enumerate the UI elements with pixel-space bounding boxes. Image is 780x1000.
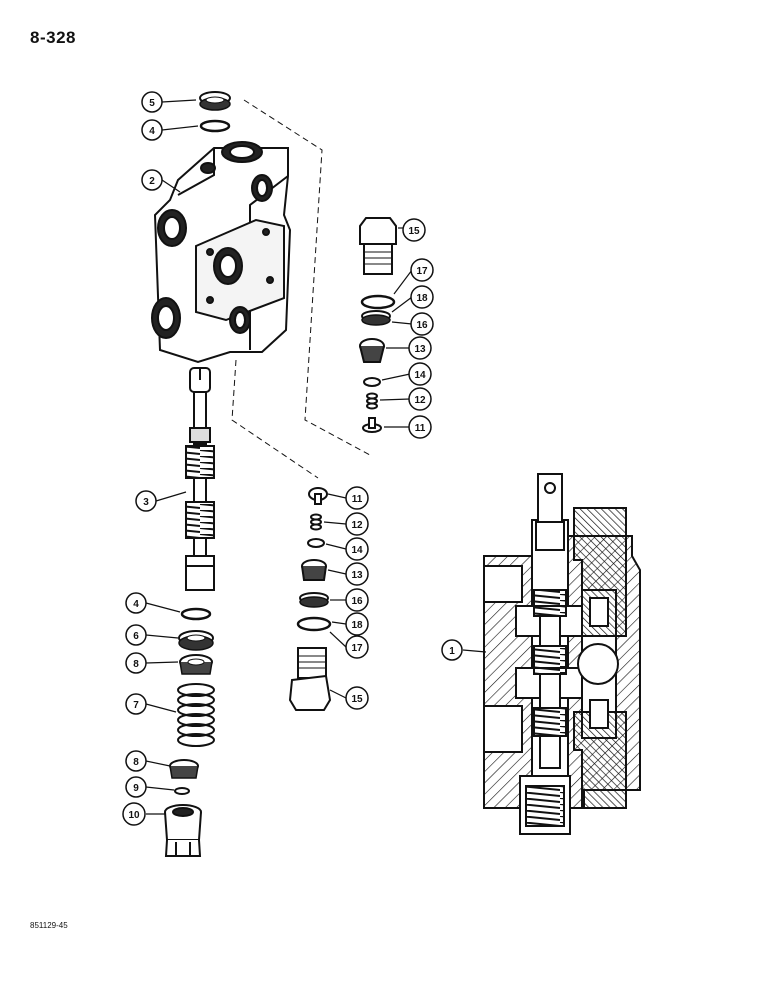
callout-15-lower: 15 — [345, 686, 369, 710]
callout-15-upper: 15 — [402, 218, 426, 242]
part-4-o-ring-lower — [180, 607, 212, 621]
svg-text:16: 16 — [416, 320, 428, 331]
callout-17-upper: 17 — [410, 258, 434, 282]
part-16-backup-ring-lower — [299, 592, 329, 608]
svg-text:10: 10 — [128, 810, 140, 821]
part-5-seal — [199, 91, 231, 111]
callout-10: 10 — [122, 802, 146, 826]
svg-text:9: 9 — [133, 783, 139, 794]
part-1-sectional-view — [483, 473, 641, 835]
assembly-guide-lines — [231, 99, 371, 479]
svg-text:8: 8 — [133, 757, 139, 768]
part-8-spring-seat-upper — [179, 654, 213, 675]
svg-text:6: 6 — [133, 631, 139, 642]
part-12-spring-upper — [366, 392, 378, 410]
callout-5: 5 — [141, 91, 163, 113]
page-number: 8-328 — [30, 28, 76, 47]
part-12-spring-lower — [310, 513, 322, 531]
svg-text:5: 5 — [149, 98, 155, 109]
callout-9: 9 — [125, 776, 147, 798]
svg-text:3: 3 — [143, 497, 149, 508]
part-15-plug-lower — [288, 647, 332, 711]
callout-18-upper: 18 — [410, 285, 434, 309]
callout-2: 2 — [141, 169, 163, 191]
part-10-cap — [164, 804, 202, 857]
svg-text:13: 13 — [414, 344, 426, 355]
part-18-o-ring-lower — [296, 616, 332, 632]
callout-14-lower: 14 — [345, 537, 369, 561]
svg-text:18: 18 — [416, 293, 428, 304]
part-4-o-ring-top — [199, 119, 231, 133]
callout-14-upper: 14 — [408, 362, 432, 386]
callout-13-upper: 13 — [408, 336, 432, 360]
callout-12-upper: 12 — [408, 387, 432, 411]
part-18-backup-ring-upper — [361, 310, 391, 326]
callout-16-lower: 16 — [345, 588, 369, 612]
svg-text:13: 13 — [351, 570, 363, 581]
part-9-retaining-ring — [174, 787, 190, 795]
part-15-plug-upper — [359, 217, 397, 275]
svg-text:18: 18 — [351, 620, 363, 631]
svg-text:16: 16 — [351, 596, 363, 607]
callout-16-upper: 16 — [410, 312, 434, 336]
callout-4-top: 4 — [141, 119, 163, 141]
svg-text:2: 2 — [149, 176, 155, 187]
callout-1: 1 — [441, 639, 463, 661]
callout-3: 3 — [135, 490, 157, 512]
callout-8-lower: 8 — [125, 750, 147, 772]
svg-text:8: 8 — [133, 659, 139, 670]
part-6-washer — [178, 630, 214, 651]
svg-text:14: 14 — [351, 545, 363, 556]
part-2-valve-body — [151, 141, 292, 364]
part-17-o-ring-upper — [360, 294, 396, 310]
svg-text:4: 4 — [133, 599, 139, 610]
part-11-poppet-pin-lower — [308, 487, 328, 505]
leader-lines — [145, 99, 487, 815]
callout-4-lower: 4 — [125, 592, 147, 614]
svg-text:17: 17 — [416, 266, 428, 277]
part-13-poppet-upper — [359, 338, 385, 363]
svg-text:12: 12 — [351, 520, 363, 531]
drawing-code: 851129-45 — [30, 921, 68, 930]
callout-7: 7 — [125, 693, 147, 715]
part-8-spring-seat-lower — [169, 759, 199, 779]
svg-text:11: 11 — [352, 494, 363, 505]
svg-text:1: 1 — [449, 646, 455, 657]
callout-8-upper: 8 — [125, 652, 147, 674]
callout-13-lower: 13 — [345, 562, 369, 586]
svg-text:7: 7 — [133, 700, 139, 711]
part-7-spring — [177, 683, 215, 747]
svg-text:15: 15 — [351, 694, 363, 705]
part-14-o-ring-upper — [363, 377, 381, 387]
callout-18-lower: 18 — [345, 612, 369, 636]
part-13-poppet-lower — [301, 559, 327, 581]
svg-text:4: 4 — [149, 126, 155, 137]
part-3-spool — [185, 367, 215, 591]
callout-11-upper: 11 — [408, 415, 432, 439]
svg-text:12: 12 — [414, 395, 426, 406]
svg-text:15: 15 — [408, 226, 420, 237]
callout-12-lower: 12 — [345, 512, 369, 536]
part-14-o-ring-lower — [307, 538, 325, 548]
callout-17-lower: 17 — [345, 635, 369, 659]
svg-text:17: 17 — [351, 643, 363, 654]
part-11-poppet-pin-upper — [362, 417, 382, 433]
callout-11-lower: 11 — [345, 486, 369, 510]
callout-6: 6 — [125, 624, 147, 646]
svg-text:11: 11 — [415, 423, 426, 434]
svg-text:14: 14 — [414, 370, 426, 381]
